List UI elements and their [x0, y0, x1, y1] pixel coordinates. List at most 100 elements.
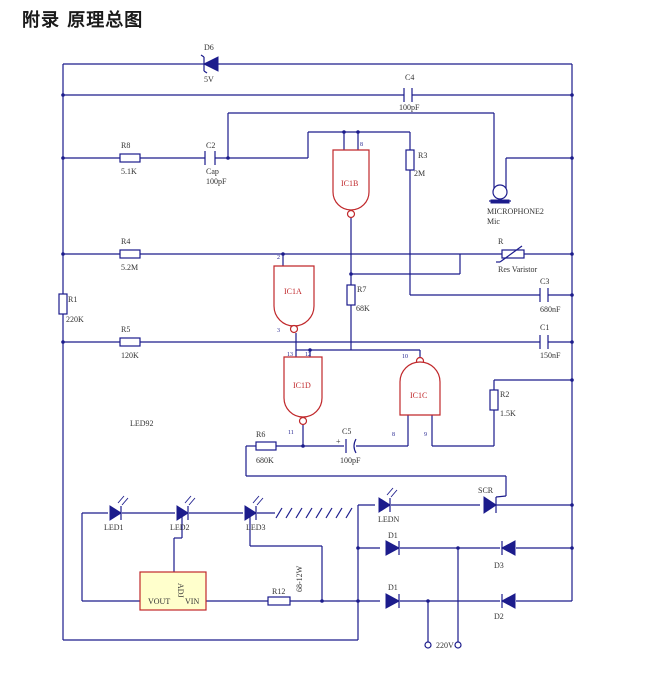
- resistor-r6: R6 680K: [255, 430, 277, 465]
- ic1c-pin-a: 10: [402, 354, 408, 360]
- r7-ref: R7: [357, 285, 366, 294]
- resistor-r2: R2 1.5K: [489, 389, 516, 418]
- microphone-mic: MICROPHONE2 Mic: [487, 184, 544, 226]
- ac-label: 220V: [436, 641, 454, 650]
- ic1a-ref: IC1A: [284, 287, 302, 296]
- d1-bottom-ref: D1: [388, 583, 398, 592]
- r12-value: 68-12W: [295, 565, 304, 592]
- nand-gate-ic1d: IC1D 13 12 11: [283, 352, 323, 436]
- mic-type: Mic: [487, 217, 500, 226]
- c3-value: 680nF: [540, 305, 561, 314]
- varistor-ref: R: [498, 237, 504, 246]
- c2-type: Cap: [206, 167, 219, 176]
- resistor-r12: R12 68-12W: [267, 565, 304, 606]
- r3-value: 2M: [414, 169, 425, 178]
- d3-ref: D3: [494, 561, 504, 570]
- reg-vin: VIN: [185, 597, 199, 606]
- ic1c-pin-b: 8: [392, 432, 395, 438]
- led1-ref: LED1: [104, 523, 124, 532]
- ic1d-pin-b: 12: [305, 352, 311, 358]
- reg-adj: ADJ: [176, 583, 185, 598]
- resistor-r3: R3 2M: [405, 149, 427, 178]
- diode-d1-top: D1: [385, 531, 401, 556]
- ic1c-ref: IC1C: [410, 391, 427, 400]
- led2-ref: LED2: [170, 523, 190, 532]
- c5-value: 100pF: [340, 456, 361, 465]
- d6-ref: D6: [204, 43, 214, 52]
- led92-label: LED92: [130, 419, 154, 428]
- r6-value: 680K: [256, 456, 274, 465]
- ic1d-pin-a: 13: [287, 352, 293, 358]
- capacitor-c5: C5 + 100pF: [336, 427, 361, 465]
- varistor-r: R Res Varistor: [496, 237, 538, 274]
- r8-ref: R8: [121, 141, 130, 150]
- scr-ref: SCR: [478, 486, 494, 495]
- ic1b-ref: IC1B: [341, 179, 358, 188]
- ic1c-pin-out: 9: [424, 432, 427, 438]
- r2-value: 1.5K: [500, 409, 516, 418]
- ic1a-pin-b: 3: [277, 328, 280, 334]
- ledn-ref: LEDN: [378, 515, 400, 524]
- c1-ref: C1: [540, 323, 549, 332]
- d2-ref: D2: [494, 612, 504, 621]
- d1-top-ref: D1: [388, 531, 398, 540]
- led-ledn: LEDN: [378, 487, 400, 524]
- junction-dots: [61, 93, 574, 603]
- r4-ref: R4: [121, 237, 130, 246]
- diode-d2: D2: [494, 593, 516, 621]
- ic1a-pin-a: 2: [277, 255, 280, 261]
- reg-vout: VOUT: [148, 597, 170, 606]
- d6-value: 5V: [204, 75, 214, 84]
- resistor-r4: R4 5.2M: [119, 237, 141, 272]
- led3-ref: LED3: [246, 523, 266, 532]
- r4-value: 5.2M: [121, 263, 138, 272]
- r3-ref: R3: [418, 151, 427, 160]
- r5-ref: R5: [121, 325, 130, 334]
- r5-value: 120K: [121, 351, 139, 360]
- c2-value: 100pF: [206, 177, 227, 186]
- r2-ref: R2: [500, 390, 509, 399]
- capacitor-c3: C3 680nF: [539, 277, 561, 314]
- page-title: 附录 原理总图: [22, 10, 144, 31]
- r7-value: 68K: [356, 304, 370, 313]
- c4-ref: C4: [405, 73, 414, 82]
- capacitor-c2: C2 Cap 100pF: [204, 141, 227, 186]
- nand-gate-ic1b: IC1B 8: [332, 142, 370, 219]
- ic1b-pin: 8: [360, 142, 363, 148]
- c5-polarity: +: [336, 437, 341, 446]
- resistor-r7: R7 68K: [346, 284, 370, 313]
- led-led2: LED2: [170, 495, 196, 532]
- r6-ref: R6: [256, 430, 265, 439]
- nand-gate-ic1a: IC1A 2 3: [273, 255, 315, 334]
- wiring: [62, 63, 573, 642]
- r1-value: 220K: [66, 315, 84, 324]
- led-led1: LED1: [104, 495, 129, 532]
- capacitor-c4: C4 100pF: [399, 73, 420, 112]
- c5-ref: C5: [342, 427, 351, 436]
- resistor-r1: R1 220K: [58, 293, 84, 324]
- c1-value: 150nF: [540, 351, 561, 360]
- ic1d-ref: IC1D: [293, 381, 311, 390]
- ac-input-terminals: 220V: [424, 641, 462, 650]
- led-led3: LED3: [244, 495, 266, 532]
- resistor-r8: R8 5.1K: [119, 141, 141, 176]
- r12-ref: R12: [272, 587, 285, 596]
- r1-ref: R1: [68, 295, 77, 304]
- mic-ref: MICROPHONE2: [487, 207, 544, 216]
- zener-diode-d6: D6 5V: [190, 43, 219, 84]
- led-chain-dashes: [275, 507, 353, 519]
- capacitor-c1: C1 150nF: [539, 323, 561, 360]
- thyristor-scr: SCR: [478, 486, 507, 514]
- resistor-r5: R5 120K: [119, 325, 141, 360]
- c3-ref: C3: [540, 277, 549, 286]
- varistor-type: Res Varistor: [498, 265, 538, 274]
- nand-gate-ic1c: IC1C 10 8 9: [392, 354, 441, 438]
- ic1d-pin-out: 11: [288, 430, 294, 436]
- c4-value: 100pF: [399, 103, 420, 112]
- c2-ref: C2: [206, 141, 215, 150]
- diode-d3: D3: [494, 540, 516, 570]
- diode-d1-bottom: D1: [385, 583, 401, 609]
- voltage-regulator: ADJ VOUT VIN: [139, 571, 207, 611]
- r8-value: 5.1K: [121, 167, 137, 176]
